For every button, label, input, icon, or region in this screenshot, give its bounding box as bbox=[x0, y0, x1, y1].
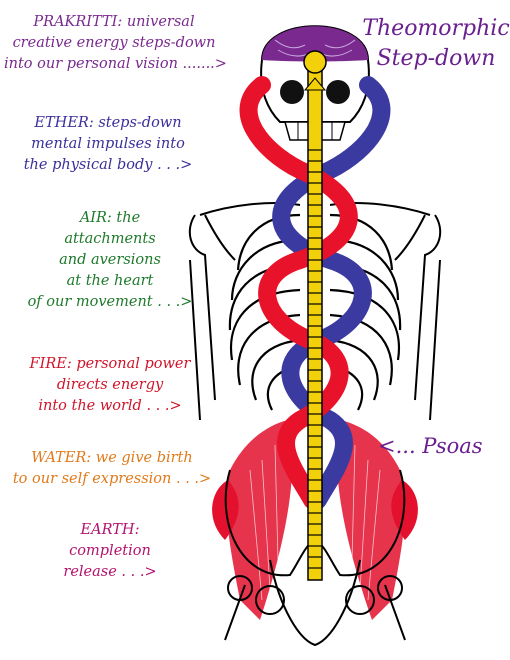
spine bbox=[303, 50, 327, 581]
fire-line: into the world . . .> bbox=[38, 398, 182, 414]
prakritti-line: PRAKRITTI: universal bbox=[33, 14, 195, 30]
earth-text: EARTH: completion release . . .> bbox=[10, 520, 210, 583]
water-line: WATER: we give birth bbox=[31, 450, 193, 466]
ether-line: ETHER: steps-down bbox=[34, 115, 182, 131]
prakritti-line: into our personal vision .......> bbox=[4, 56, 227, 72]
ether-line: mental impulses into bbox=[31, 136, 185, 152]
title-line-1: Theomorphic bbox=[362, 16, 510, 41]
air-line: of our movement . . .> bbox=[27, 294, 193, 310]
crown-node bbox=[303, 50, 327, 74]
fire-line: FIRE: personal power bbox=[29, 356, 191, 372]
psoas-muscles bbox=[212, 420, 418, 620]
earth-line: completion bbox=[69, 543, 151, 559]
air-line: attachments bbox=[64, 231, 156, 247]
air-line: AIR: the bbox=[79, 210, 141, 226]
rib-cage bbox=[228, 213, 402, 411]
water-line: to our self expression . . .> bbox=[12, 471, 212, 487]
title-line-2: Step-down bbox=[376, 46, 496, 71]
red-energy-channel bbox=[239, 76, 358, 509]
air-line: at the heart bbox=[66, 273, 154, 289]
pelvis bbox=[224, 469, 406, 647]
earth-line: release . . .> bbox=[63, 564, 157, 580]
psoas-label: <... Psoas bbox=[378, 434, 483, 458]
air-line: and aversions bbox=[59, 252, 161, 268]
earth-line: EARTH: bbox=[80, 522, 140, 538]
water-text: WATER: we give birth to our self express… bbox=[4, 448, 220, 490]
diagram-title: Theomorphic Step-down bbox=[362, 14, 510, 74]
fire-line: directs energy bbox=[56, 377, 164, 393]
ether-line: the physical body . . .> bbox=[23, 157, 193, 173]
prakritti-line: creative energy steps-down bbox=[12, 35, 216, 51]
blue-energy-channel bbox=[272, 76, 391, 509]
fire-text: FIRE: personal power directs energy into… bbox=[10, 354, 210, 417]
prakritti-text: PRAKRITTI: universal creative energy ste… bbox=[4, 12, 227, 75]
shoulders-and-arms bbox=[188, 202, 442, 421]
ether-text: ETHER: steps-down mental impulses into t… bbox=[8, 113, 208, 176]
air-text: AIR: the attachments and aversions at th… bbox=[10, 208, 210, 313]
